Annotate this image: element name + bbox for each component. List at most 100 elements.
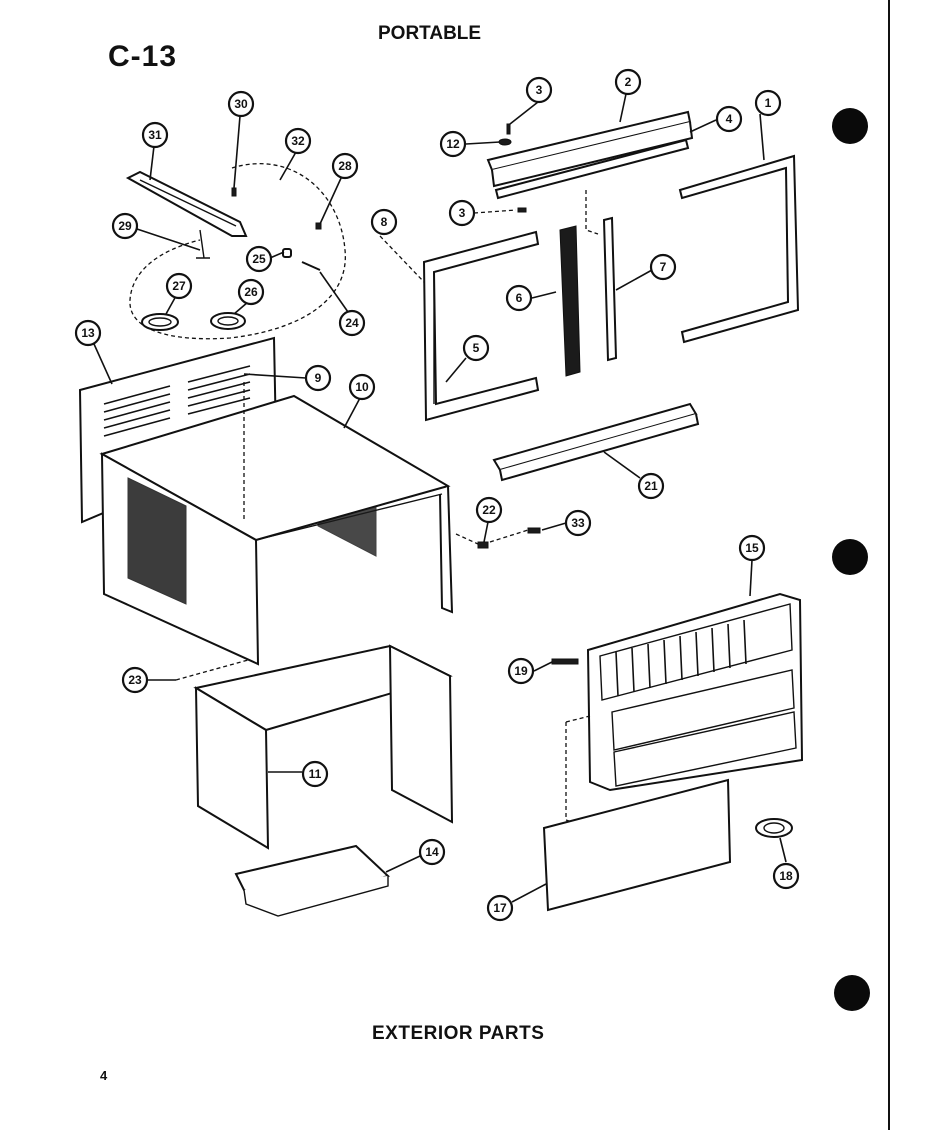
seal-coil-inner [217, 316, 239, 326]
screw-part [527, 527, 541, 534]
part-number-callout: 30 [227, 90, 255, 118]
svg-text:31: 31 [148, 128, 162, 142]
dashed-leader [175, 659, 249, 681]
leader-line [385, 855, 421, 873]
base-group [193, 644, 454, 917]
svg-text:21: 21 [644, 479, 658, 493]
leader-line [149, 145, 155, 181]
svg-text:24: 24 [345, 316, 359, 330]
svg-text:12: 12 [446, 137, 460, 151]
seal-coil-inner [148, 317, 172, 327]
bracket-screw [196, 229, 210, 259]
kit-boundary-outline [129, 163, 346, 340]
cabinet-rear-louvers [317, 505, 377, 557]
leader-line [379, 235, 425, 283]
leader-line [269, 251, 285, 259]
leader-line [689, 119, 717, 133]
svg-text:2: 2 [625, 75, 632, 89]
page-number: 4 [100, 1068, 108, 1083]
cabinet-group [99, 382, 541, 681]
leader-line [759, 113, 765, 161]
support-bracket-part [125, 170, 248, 237]
part-number-callout: 33 [564, 509, 592, 537]
binder-hole [832, 108, 868, 144]
part-number-callout: 32 [284, 127, 312, 155]
leader-line [511, 883, 547, 903]
leader-lines [93, 93, 787, 903]
part-number-callout: 19 [507, 657, 535, 685]
svg-text:25: 25 [252, 252, 266, 266]
part-number-callout: 28 [331, 152, 359, 180]
leader-line [749, 559, 753, 597]
bottom-rail-group [492, 402, 700, 482]
side-frame-group [422, 154, 800, 422]
mounting-kit-group [125, 163, 346, 340]
svg-text:3: 3 [536, 83, 543, 97]
part-number-callout: 21 [637, 472, 665, 500]
front-grille-group [542, 592, 804, 912]
svg-text:33: 33 [571, 516, 585, 530]
svg-text:1: 1 [765, 96, 772, 110]
part-number-callout: 1 [754, 89, 782, 117]
screw-part [517, 207, 527, 213]
page-code: C-13 [108, 40, 178, 73]
svg-text:7: 7 [660, 260, 667, 274]
nut-part [282, 248, 292, 258]
part-number-callout: 6 [505, 284, 533, 312]
part-number-callout: 9 [304, 364, 332, 392]
part-number-callout: 14 [418, 838, 446, 866]
leader-line [93, 343, 113, 385]
svg-text:26: 26 [244, 285, 258, 299]
part-number-callout: 23 [121, 666, 149, 694]
page-header: PORTABLE [378, 23, 482, 44]
part-number-callout: 27 [165, 272, 193, 300]
leader-line [619, 93, 627, 123]
svg-text:32: 32 [291, 134, 305, 148]
part-number-callout: 29 [111, 212, 139, 240]
part-number-callout: 4 [715, 105, 743, 133]
bottom-rail-side [499, 413, 700, 482]
leader-line [279, 151, 297, 181]
leader-line [133, 227, 201, 251]
cabinet-side-louvers [127, 477, 187, 605]
leader-line [473, 209, 517, 214]
svg-text:30: 30 [234, 97, 248, 111]
part-number-callout: 13 [74, 319, 102, 347]
binder-hole [832, 539, 868, 575]
svg-text:11: 11 [309, 767, 322, 781]
leader-line [603, 451, 641, 479]
svg-text:23: 23 [128, 673, 142, 687]
part-number-callout: 7 [649, 253, 677, 281]
binder-hole [834, 975, 870, 1011]
leader-line [343, 397, 361, 429]
part-number-callout: 17 [486, 894, 514, 922]
front-panel-part [542, 778, 732, 912]
part-number-callout: 18 [772, 862, 800, 890]
part-number-callout: 22 [475, 496, 503, 524]
svg-text:14: 14 [425, 845, 439, 859]
dashed-leader [585, 190, 599, 235]
leader-line [243, 373, 307, 379]
part-number-callout: 8 [370, 208, 398, 236]
rear-grille-louvers [103, 365, 251, 437]
bolt-part [301, 261, 321, 271]
side-curtain-part [559, 225, 581, 377]
svg-text:27: 27 [172, 279, 186, 293]
cabinet-right-flange [439, 485, 454, 614]
right-side-frame-edge [785, 167, 789, 303]
top-rail-side [491, 121, 694, 188]
svg-text:13: 13 [81, 326, 95, 340]
leader-line [483, 521, 489, 543]
part-number-callout: 5 [462, 334, 490, 362]
leader-line [445, 357, 467, 383]
part-number-callout: 3 [525, 76, 553, 104]
screw-part [231, 187, 237, 197]
part-number-callout: 26 [237, 278, 265, 306]
svg-text:8: 8 [381, 215, 388, 229]
louver-lines [103, 385, 171, 437]
leader-line [319, 175, 343, 225]
screw-part [506, 123, 511, 135]
front-filter-lower [613, 711, 797, 787]
louver-lines [187, 365, 251, 415]
